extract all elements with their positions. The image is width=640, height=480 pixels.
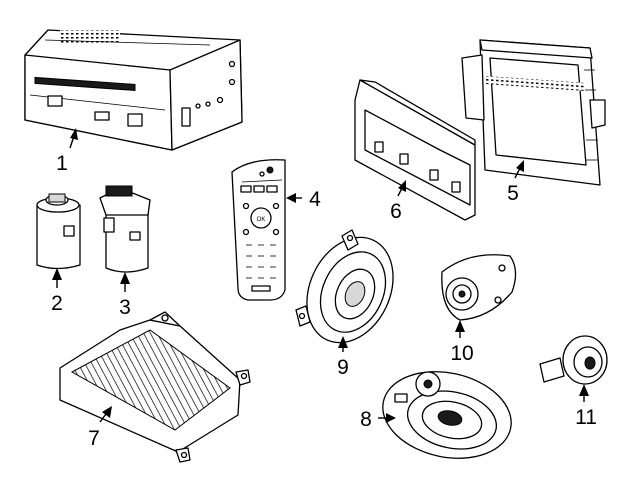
callout-9: 9 (337, 356, 349, 379)
callout-3: 3 (119, 296, 131, 319)
callout-leaders (52, 128, 589, 423)
speaker-oval (382, 371, 512, 459)
switch-connector-module (99, 185, 151, 273)
remote-ok-key: OK (257, 217, 266, 223)
speaker-round (295, 229, 394, 344)
display-screen (461, 39, 606, 186)
callout-1: 1 (56, 152, 68, 175)
callout-numbers: 1 2 3 4 5 6 7 8 9 10 11 (51, 152, 597, 450)
callout-2: 2 (51, 292, 63, 315)
switch-module (36, 193, 81, 270)
tweeter (539, 335, 608, 385)
amplifier (59, 311, 251, 463)
callout-6: 6 (390, 200, 402, 223)
callout-4: 4 (309, 188, 321, 211)
callout-10: 10 (450, 342, 473, 365)
radio-head-unit (24, 29, 243, 151)
callout-8: 8 (360, 408, 372, 431)
remote-control: OK (231, 159, 286, 301)
callout-7: 7 (88, 427, 100, 450)
bezel-bracket (354, 79, 476, 221)
callout-5: 5 (507, 182, 519, 205)
callout-11: 11 (575, 406, 597, 429)
tweeter-bracket (441, 254, 517, 321)
